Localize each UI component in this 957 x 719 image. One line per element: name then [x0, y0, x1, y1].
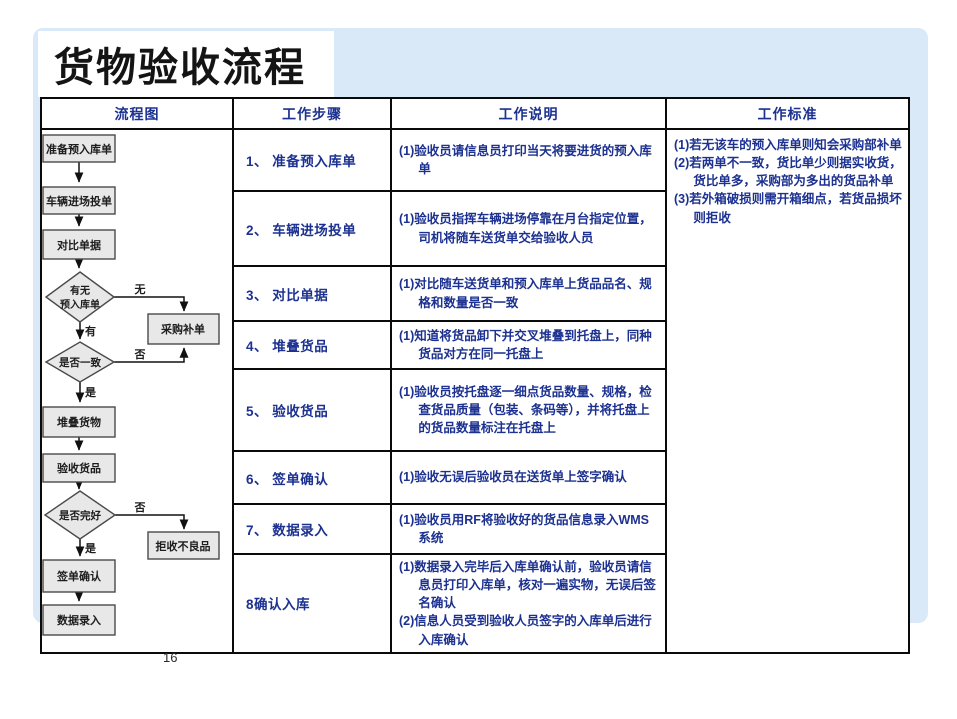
- flow-decision-intact: [43, 490, 117, 540]
- flow-label: 堆叠货物: [57, 415, 101, 429]
- flow-decision-consistent: [44, 341, 116, 383]
- flow-box-prepare: [43, 134, 116, 163]
- flow-label: 拒收不良品: [156, 539, 211, 553]
- table-row: 6、 签单确认 (1)验收无误后验收员在送货单上签字确认: [41, 450, 909, 505]
- flow-label: 验收货品: [57, 461, 101, 475]
- description-item: (1)验收员用RF将验收好的货品信息录入WMS系统: [399, 512, 649, 545]
- description-cell: (1)知道将货品卸下并交叉堆叠到托盘上，同种货品对方在同一托盘上: [390, 320, 667, 370]
- description-item: (1)验收员请信息员打印当天将要进货的预入库单: [399, 143, 652, 176]
- flow-label: 是否一致: [58, 356, 101, 369]
- description-cell: (1)验收员用RF将验收好的货品信息录入WMS系统: [390, 503, 667, 555]
- description-item: (1)验收员按托盘逐一细点货品数量、规格，检查货品质量（包装、条码等），并将托盘…: [399, 384, 652, 436]
- flow-box-compare: [43, 229, 116, 260]
- flow-label: 是否完好: [58, 509, 101, 522]
- step-cell: 2、 车辆进场投单: [232, 190, 392, 267]
- table-row: 5、 验收货品 (1)验收员按托盘逐一细点货品数量、规格，检查货品质量（包装、条…: [41, 368, 909, 452]
- flow-box-reject: [147, 531, 220, 560]
- flow-box-data-entry: [43, 604, 116, 636]
- page-title: 货物验收流程: [54, 44, 306, 91]
- flow-branch-label-no: 无: [134, 283, 146, 296]
- description-cell: (1)验收员指挥车辆进场停靠在月台指定位置，司机将随车送货单交给验收人员: [390, 190, 667, 267]
- flow-box-purchase: [147, 313, 220, 345]
- flow-branch-label-no: 否: [134, 501, 146, 514]
- flowchart-cell: 准备预入库单 车辆进场投单 对比单据 有无 预入库单 采购补单 是否一致 堆叠货…: [40, 128, 234, 654]
- header-work-steps: 工作步骤: [232, 97, 392, 130]
- standards-cell: (1)若无该车的预入库单则知会采购部补单 (2)若两单不一致，货比单少则据实收货…: [665, 128, 910, 654]
- flow-label: 签单确认: [56, 569, 102, 583]
- description-cell: (1)验收员请信息员打印当天将要进货的预入库单: [390, 128, 667, 192]
- standard-item: (1)若无该车的预入库单则知会采购部补单: [674, 138, 902, 152]
- step-cell: 5、 验收货品: [232, 368, 392, 452]
- standard-item: (2)若两单不一致，货比单少则据实收货，货比单多，采购部为多出的货品补单: [674, 156, 902, 189]
- flow-label: 准备预入库单: [46, 142, 112, 156]
- description-cell: (1)数据录入完毕后入库单确认前，验收员请信息员打印入库单，核对一遍实物，无误后…: [390, 553, 667, 654]
- step-cell: 4、 堆叠货品: [232, 320, 392, 370]
- step-cell: 3、 对比单据: [232, 265, 392, 322]
- flow-label: 数据录入: [57, 613, 101, 627]
- table-row: 准备预入库单 车辆进场投单 对比单据 有无 预入库单 采购补单 是否一致 堆叠货…: [40, 128, 910, 654]
- flow-label: 采购补单: [160, 322, 205, 336]
- flow-decision-has-order: [44, 271, 116, 323]
- description-item: (1)数据录入完毕后入库单确认前，验收员请信息员打印入库单，核对一遍实物，无误后…: [399, 560, 656, 611]
- table-row: 3、 对比单据 (1)对比随车送货单和预入库单上货品品名、规格和数量是否一致: [41, 265, 909, 322]
- description-cell: (1)验收员按托盘逐一细点货品数量、规格，检查货品质量（包装、条码等），并将托盘…: [390, 368, 667, 452]
- table-row: 7、 数据录入 (1)验收员用RF将验收好的货品信息录入WMS系统: [41, 503, 909, 555]
- step-cell: 1、 准备预入库单: [232, 128, 392, 192]
- header-work-standards: 工作标准: [665, 97, 910, 130]
- step-cell: 8确认入库: [232, 553, 392, 654]
- description-cell: (1)验收无误后验收员在送货单上签字确认: [390, 450, 667, 505]
- description-item: (2)信息人员受到验收人员签字的入库单后进行入库确认: [399, 614, 652, 647]
- flow-label: 车辆进场投单: [46, 194, 112, 208]
- step-cell: 7、 数据录入: [232, 503, 392, 555]
- flow-label: 有无: [70, 284, 90, 297]
- description-item: (1)知道将货品卸下并交叉堆叠到托盘上，同种货品对方在同一托盘上: [399, 328, 652, 361]
- flow-box-stack: [43, 406, 116, 438]
- flow-branch-label-yes: 是: [84, 542, 97, 555]
- step-cell: 6、 签单确认: [232, 450, 392, 505]
- flowchart-diagram: 准备预入库单 车辆进场投单 对比单据 有无 预入库单 采购补单 是否一致 堆叠货…: [43, 134, 220, 636]
- header-flowchart: 流程图: [40, 97, 234, 130]
- standard-item: (3)若外箱破损则需开箱细点，若货品损坏则拒收: [674, 192, 902, 225]
- description-item: (1)验收员指挥车辆进场停靠在月台指定位置，司机将随车送货单交给验收人员: [399, 212, 652, 245]
- flow-box-inspect: [43, 453, 116, 483]
- flow-branch-label-yes: 是: [84, 386, 97, 399]
- title-box: 货物验收流程: [38, 31, 334, 97]
- header-work-description: 工作说明: [390, 97, 667, 130]
- flow-label: 预入库单: [60, 298, 100, 311]
- flow-branch-label-yes: 有: [85, 324, 96, 338]
- process-table: 流程图 工作步骤 工作说明 工作标准: [40, 97, 910, 654]
- flow-box-vehicle: [43, 186, 116, 215]
- page-number: 16: [163, 650, 178, 665]
- description-cell: (1)对比随车送货单和预入库单上货品品名、规格和数量是否一致: [390, 265, 667, 322]
- table-row: 4、 堆叠货品 (1)知道将货品卸下并交叉堆叠到托盘上，同种货品对方在同一托盘上: [41, 320, 909, 370]
- table-header-row: 流程图 工作步骤 工作说明 工作标准: [40, 97, 910, 130]
- flow-label: 对比单据: [57, 238, 101, 252]
- description-item: (1)验收无误后验收员在送货单上签字确认: [399, 470, 627, 485]
- flow-branch-label-no: 否: [134, 348, 146, 361]
- description-item: (1)对比随车送货单和预入库单上货品品名、规格和数量是否一致: [399, 277, 652, 310]
- flow-box-sign: [43, 559, 116, 593]
- table-row: 2、 车辆进场投单 (1)验收员指挥车辆进场停靠在月台指定位置，司机将随车送货单…: [41, 190, 909, 267]
- table-row: 8确认入库 (1)数据录入完毕后入库单确认前，验收员请信息员打印入库单，核对一遍…: [41, 553, 909, 654]
